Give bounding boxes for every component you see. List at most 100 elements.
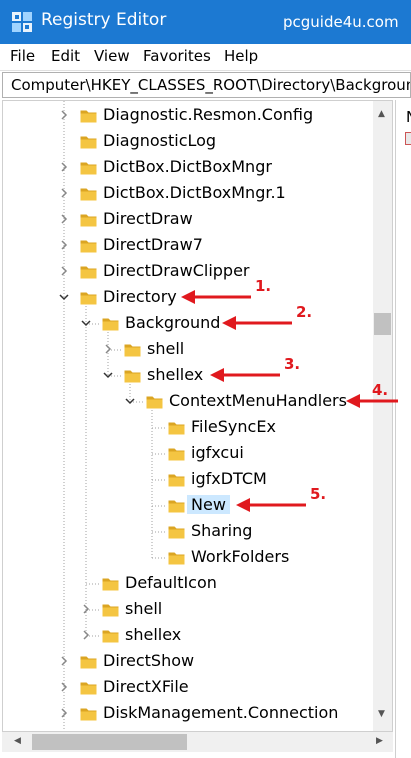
values-pane[interactable]: N [395,100,411,758]
title-bar: Registry Editor pcguide4u.com [0,0,411,44]
chevron-right-icon[interactable] [59,656,69,666]
tree-item-label: DirectXFile [103,677,189,696]
menu-edit[interactable]: Edit [51,47,81,65]
folder-icon [168,526,185,539]
tree-item-workfolders[interactable]: WorkFolders [3,545,373,571]
tree-item-directxfile[interactable]: DirectXFile [3,675,373,701]
chevron-down-icon[interactable] [59,292,69,302]
menu-help[interactable]: Help [224,47,259,65]
horizontal-scroll-thumb[interactable] [32,734,187,750]
tree-item-directshow[interactable]: DirectShow [3,649,373,675]
chevron-right-icon[interactable] [59,682,69,692]
tree-item-contextmenuhandlers[interactable]: ContextMenuHandlers [3,389,373,415]
chevron-right-icon[interactable] [59,708,69,718]
folder-icon [124,344,141,357]
folder-icon [168,500,185,513]
tree-item-directdrawclipper[interactable]: DirectDrawClipper [3,259,373,285]
tree-item-label: DirectShow [103,651,195,670]
folder-icon [102,604,119,617]
triangle-down-icon[interactable]: ▼ [378,709,385,719]
chevron-down-icon[interactable] [103,370,113,380]
folder-icon [102,630,119,643]
tree-item-directdraw7[interactable]: DirectDraw7 [3,233,373,259]
tree-item-dictbox-dictboxmngr[interactable]: DictBox.DictBoxMngr [3,155,373,181]
tree-item-directdraw[interactable]: DirectDraw [3,207,373,233]
menu-file[interactable]: File [10,47,36,65]
tree-item-label: shell [147,339,185,358]
watermark-text: pcguide4u.com [283,13,399,31]
folder-icon [168,552,185,565]
chevron-right-icon[interactable] [59,214,69,224]
tree-item-label: DiagnosticLog [103,131,217,150]
tree-item-label: DictBox.DictBoxMngr.1 [103,183,286,202]
tree-item-label: igfxDTCM [191,469,267,488]
vertical-scrollbar[interactable]: ▲ ▼ [373,101,392,731]
tree-item-label: Background [125,313,221,332]
folder-icon [80,708,97,721]
vertical-scroll-thumb[interactable] [374,313,391,335]
tree-item-shellex[interactable]: shellex [3,363,373,389]
horizontal-scrollbar[interactable]: ◀ ▶ [2,732,393,752]
tree-item-label: shellex [125,625,182,644]
chevron-right-icon[interactable] [59,188,69,198]
tree-item-diskmanagement-connection[interactable]: DiskManagement.Connection [3,701,373,727]
tree-item-diagnostic-resmon-config[interactable]: Diagnostic.Resmon.Config [3,103,373,129]
chevron-right-icon[interactable] [81,630,91,640]
tree-item-label: DictBox.DictBoxMngr [103,157,272,176]
address-bar[interactable]: Computer\HKEY_CLASSES_ROOT\Directory\Bac… [2,72,411,98]
tree-item-new[interactable]: New [3,493,373,519]
tree-item-sharing[interactable]: Sharing [3,519,373,545]
folder-icon [102,318,119,331]
tree-item-shell[interactable]: shell [3,337,373,363]
folder-icon [80,682,97,695]
folder-icon [80,136,97,149]
tree-item-igfxdtcm[interactable]: igfxDTCM [3,467,373,493]
tree-item-diagnosticlog[interactable]: DiagnosticLog [3,129,373,155]
triangle-up-icon[interactable]: ▲ [378,109,385,119]
chevron-right-icon[interactable] [59,162,69,172]
menu-favorites[interactable]: Favorites [143,47,211,65]
tree-item-igfxcui[interactable]: igfxcui [3,441,373,467]
chevron-right-icon[interactable] [59,266,69,276]
triangle-left-icon[interactable]: ◀ [14,736,21,746]
menu-bar: File Edit View Favorites Help [0,44,411,71]
tree-item-label: DiskManagement.Connection [103,703,339,722]
folder-icon [80,188,97,201]
tree-item-directory[interactable]: Directory [3,285,373,311]
window-title: Registry Editor [41,10,167,30]
tree-item-dictbox-dictboxmngr-1[interactable]: DictBox.DictBoxMngr.1 [3,181,373,207]
folder-icon [80,266,97,279]
folder-icon [80,240,97,253]
chevron-down-icon[interactable] [81,318,91,328]
tree-item-label: FileSyncEx [191,417,276,436]
tree-guide-lines [63,101,166,731]
folder-icon [168,474,185,487]
folder-icon [80,656,97,669]
tree-item-shellex[interactable]: shellex [3,623,373,649]
folder-icon [80,292,97,305]
triangle-right-icon[interactable]: ▶ [376,736,383,746]
folder-icon [168,448,185,461]
address-path: Computer\HKEY_CLASSES_ROOT\Directory\Bac… [11,76,411,94]
tree-item-label: New [187,495,230,514]
chevron-right-icon[interactable] [103,344,113,354]
chevron-down-icon[interactable] [125,396,135,406]
tree-item-label: shell [125,599,163,618]
tree-item-background[interactable]: Background [3,311,373,337]
chevron-right-icon[interactable] [59,110,69,120]
tree-item-label: DefaultIcon [125,573,217,592]
folder-icon [80,110,97,123]
tree-item-defaulticon[interactable]: DefaultIcon [3,571,373,597]
registry-editor-icon [12,12,32,32]
folder-icon [80,162,97,175]
chevron-right-icon[interactable] [59,240,69,250]
tree-item-label: DirectDrawClipper [103,261,250,280]
tree-item-label: ContextMenuHandlers [169,391,347,410]
menu-view[interactable]: View [94,47,130,65]
tree-item-shell[interactable]: shell [3,597,373,623]
tree-item-label: Diagnostic.Resmon.Config [103,105,314,124]
tree-item-label: shellex [147,365,204,384]
tree-item-filesyncex[interactable]: FileSyncEx [3,415,373,441]
chevron-right-icon[interactable] [81,604,91,614]
